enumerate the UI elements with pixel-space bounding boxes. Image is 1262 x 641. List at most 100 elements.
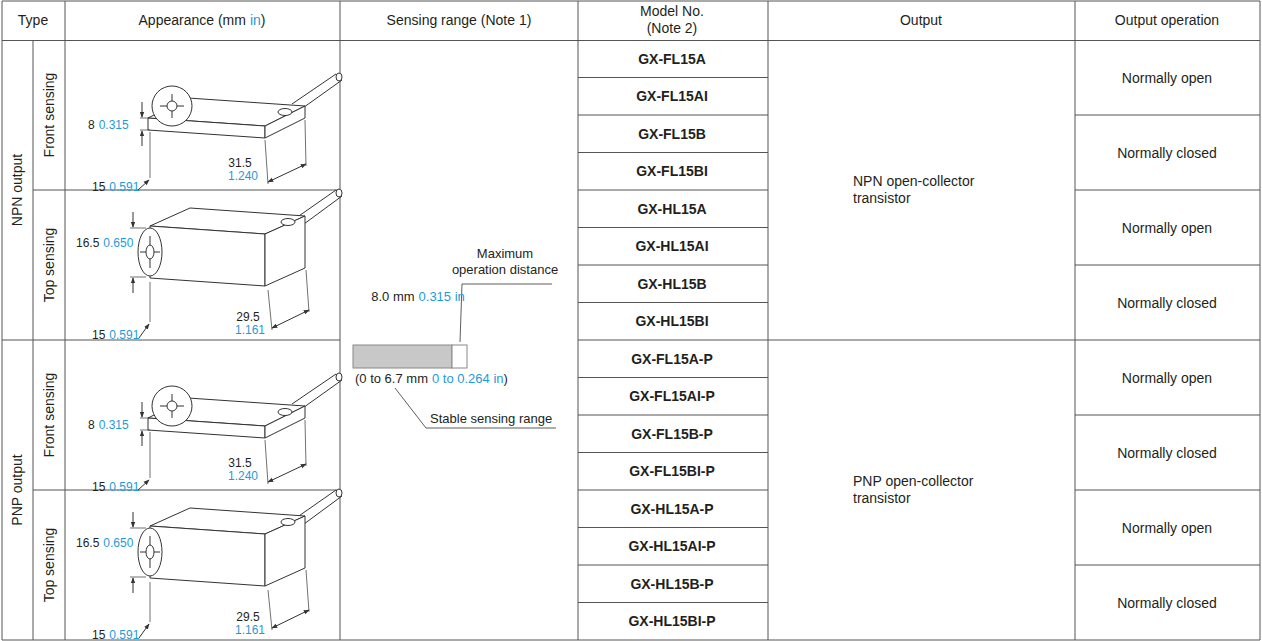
unstable-range-bar bbox=[452, 345, 467, 368]
table-rule bbox=[1075, 115, 1260, 116]
text-part: 16.5 bbox=[76, 536, 99, 550]
front-sensing-sensor bbox=[138, 73, 342, 190]
text-part: 8 bbox=[88, 118, 95, 132]
header-cell: Output operation bbox=[1115, 12, 1219, 29]
model-number: GX-HL15B-P bbox=[630, 575, 713, 592]
table-rule bbox=[1075, 490, 1260, 491]
header-cell: Appearance (mmin) bbox=[139, 12, 266, 29]
table-rule bbox=[578, 340, 768, 341]
output-type: NPN open-collector transistor bbox=[853, 173, 1013, 207]
output-operation: Normally closed bbox=[1117, 144, 1217, 161]
text-part: 0.591 bbox=[109, 328, 139, 342]
text-part: 15 bbox=[92, 628, 105, 641]
text-part: 8 bbox=[88, 418, 95, 432]
text-part: 0.650 bbox=[103, 536, 133, 550]
output-operation: Normally open bbox=[1122, 219, 1212, 236]
table-rule bbox=[2, 1, 1260, 2]
text-part: 0.591 bbox=[109, 628, 139, 641]
table-rule bbox=[2, 40, 1260, 41]
text-part: in bbox=[250, 12, 261, 29]
table-rule bbox=[33, 490, 340, 491]
output-operation: Normally closed bbox=[1117, 594, 1217, 611]
output-type: PNP open-collector transistor bbox=[853, 473, 1013, 507]
range-label: Maximum operation distance bbox=[450, 246, 560, 277]
output-operation: Normally open bbox=[1122, 369, 1212, 386]
model-number: GX-FL15B-P bbox=[631, 425, 713, 442]
table-rule bbox=[578, 527, 768, 528]
text-part: 0.650 bbox=[103, 236, 133, 250]
text-part: 0.591 bbox=[109, 180, 139, 194]
output-operation: Normally open bbox=[1122, 69, 1212, 86]
text-part: 0.315 bbox=[99, 418, 129, 432]
dimension: 16.5 0.650 bbox=[76, 536, 133, 550]
dimension: 1.161 bbox=[235, 323, 265, 337]
dimension: 29.5 bbox=[236, 310, 259, 324]
table-rule bbox=[340, 1, 341, 640]
type-cell: PNP output bbox=[9, 454, 26, 525]
text-part: 15 bbox=[92, 328, 105, 342]
range-label: Stable sensing range bbox=[430, 411, 552, 427]
text-part: 15 bbox=[92, 180, 105, 194]
table-rule bbox=[578, 490, 768, 491]
stable-range-bar bbox=[353, 345, 452, 368]
top-sensing-sensor bbox=[130, 489, 342, 638]
output-operation: Normally closed bbox=[1117, 294, 1217, 311]
dimension: 80.315 bbox=[88, 118, 129, 132]
table-rule bbox=[578, 227, 768, 228]
model-number: GX-HL15AI-P bbox=[628, 538, 715, 555]
dimension: 29.5 bbox=[236, 610, 259, 624]
top-sensing-sensor bbox=[130, 189, 342, 338]
table-rule bbox=[2, 1, 3, 640]
table-rule bbox=[578, 152, 768, 153]
front-sensing-sensor bbox=[138, 373, 342, 490]
table-rule bbox=[578, 415, 768, 416]
table-rule bbox=[1075, 190, 1260, 191]
table-rule bbox=[578, 77, 768, 78]
text-part: ) bbox=[261, 12, 266, 29]
model-number: GX-FL15BI-P bbox=[629, 463, 715, 480]
model-number: GX-FL15AI bbox=[636, 88, 708, 105]
table-rule bbox=[2, 640, 1260, 641]
text-part: 0.591 bbox=[109, 480, 139, 494]
header-cell: Model No. (Note 2) bbox=[627, 3, 717, 37]
range-label: 8.0 mm 0.315 in bbox=[371, 289, 465, 305]
dimension: 1.240 bbox=[228, 169, 258, 183]
dimension: 15 0.591 bbox=[92, 628, 139, 641]
table-rule bbox=[578, 565, 768, 566]
model-number: GX-FL15AI-P bbox=[629, 388, 715, 405]
dimension: 1.161 bbox=[235, 623, 265, 637]
output-operation: Normally open bbox=[1122, 519, 1212, 536]
text-part: 8.0 mm bbox=[371, 289, 414, 305]
range-label: (0 to 6.7 mm0 to 0.264 in) bbox=[355, 371, 508, 387]
dimension: 31.5 bbox=[228, 156, 251, 170]
dimension: 15 0.591 bbox=[92, 328, 139, 342]
model-number: GX-HL15BI bbox=[635, 313, 708, 330]
table-rule bbox=[65, 1, 66, 640]
type-cell: Top sensing bbox=[41, 228, 58, 303]
model-number: GX-FL15B bbox=[638, 125, 706, 142]
model-number: GX-FL15BI bbox=[636, 163, 708, 180]
type-cell: Front sensing bbox=[41, 73, 58, 158]
model-number: GX-HL15BI-P bbox=[628, 613, 715, 630]
header-cell: Output bbox=[900, 12, 942, 29]
table-rule bbox=[1075, 565, 1260, 566]
leader-line bbox=[460, 284, 552, 342]
type-cell: Front sensing bbox=[41, 373, 58, 458]
text-part: 16.5 bbox=[76, 236, 99, 250]
dimension: 1.240 bbox=[228, 469, 258, 483]
header-cell: Type bbox=[18, 12, 48, 29]
table-rule bbox=[1260, 1, 1261, 640]
text-part: ) bbox=[504, 371, 508, 387]
table-rule bbox=[33, 190, 340, 191]
table-rule bbox=[578, 377, 768, 378]
table-rule bbox=[578, 302, 768, 303]
table-rule bbox=[1075, 1, 1076, 640]
model-number: GX-HL15AI bbox=[635, 238, 708, 255]
text-part: Appearance (mm bbox=[139, 12, 246, 29]
leader-line bbox=[395, 388, 556, 428]
table-rule bbox=[1075, 340, 1260, 341]
model-number: GX-HL15A bbox=[637, 200, 706, 217]
text-part: 0.315 in bbox=[419, 289, 465, 305]
dimension: 150.591 bbox=[92, 480, 139, 494]
